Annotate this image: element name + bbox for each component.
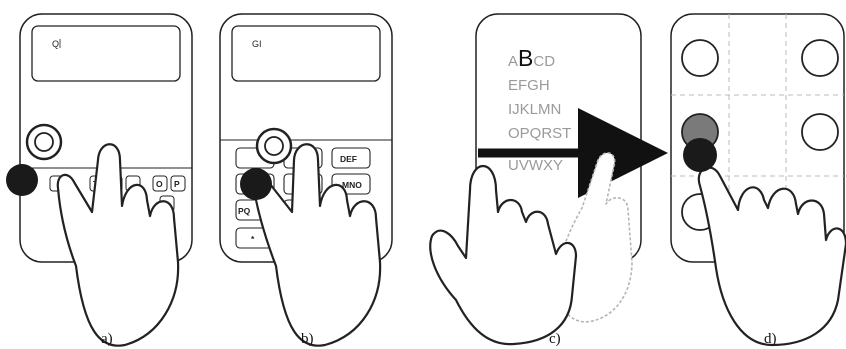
alphabet-row-3: IJKLMN bbox=[508, 101, 561, 118]
highlighted-letter: B bbox=[518, 45, 533, 71]
screen-text: Q bbox=[52, 39, 59, 49]
touch-point-icon bbox=[683, 138, 717, 172]
key[interactable] bbox=[152, 175, 168, 192]
target-circle[interactable] bbox=[801, 113, 839, 151]
panel-caption: d) bbox=[764, 331, 777, 347]
alphabet-row-2: EFGH bbox=[508, 77, 550, 94]
touch-point-icon bbox=[264, 136, 284, 156]
panel-caption: b) bbox=[301, 331, 314, 347]
panel-b: GI BC DEF MNO PQ * b) bbox=[219, 13, 393, 347]
screen-text: GI bbox=[252, 39, 262, 49]
hand-icon bbox=[556, 152, 633, 323]
key-label-def: DEF bbox=[340, 154, 357, 164]
touch-point-icon bbox=[34, 132, 54, 152]
key-label-mno: MNO bbox=[342, 180, 362, 190]
phone-display bbox=[31, 25, 181, 82]
svg-text:P: P bbox=[174, 179, 180, 189]
panel-c: ABCD EFGH IJKLMN OPQRST UVWXY c) bbox=[429, 13, 668, 347]
alphabet-row-4: OPQRST bbox=[508, 125, 571, 142]
svg-text:O: O bbox=[156, 179, 163, 189]
key[interactable] bbox=[331, 147, 371, 169]
hand-icon bbox=[429, 164, 578, 346]
touch-point-icon bbox=[6, 164, 38, 196]
panel-caption: c) bbox=[549, 331, 561, 347]
hand-icon bbox=[697, 166, 846, 347]
key-label-pq: PQ bbox=[238, 206, 251, 216]
panel-caption: a) bbox=[101, 331, 113, 347]
target-circle[interactable] bbox=[681, 39, 719, 77]
key-label-star: * bbox=[251, 234, 255, 244]
panel-d: d) bbox=[670, 13, 846, 347]
alphabet-row-1: ABCD bbox=[508, 45, 555, 71]
key[interactable] bbox=[170, 175, 186, 192]
alphabet-grid: ABCD EFGH IJKLMN OPQRST UVWXY bbox=[508, 45, 571, 174]
phone-display bbox=[231, 25, 381, 82]
touch-point-icon bbox=[240, 168, 272, 200]
target-circle[interactable] bbox=[801, 39, 839, 77]
panel-a: Q T O P a) bbox=[6, 13, 193, 347]
alphabet-row-5: UVWXY bbox=[508, 157, 563, 174]
hand-icon bbox=[56, 143, 180, 347]
